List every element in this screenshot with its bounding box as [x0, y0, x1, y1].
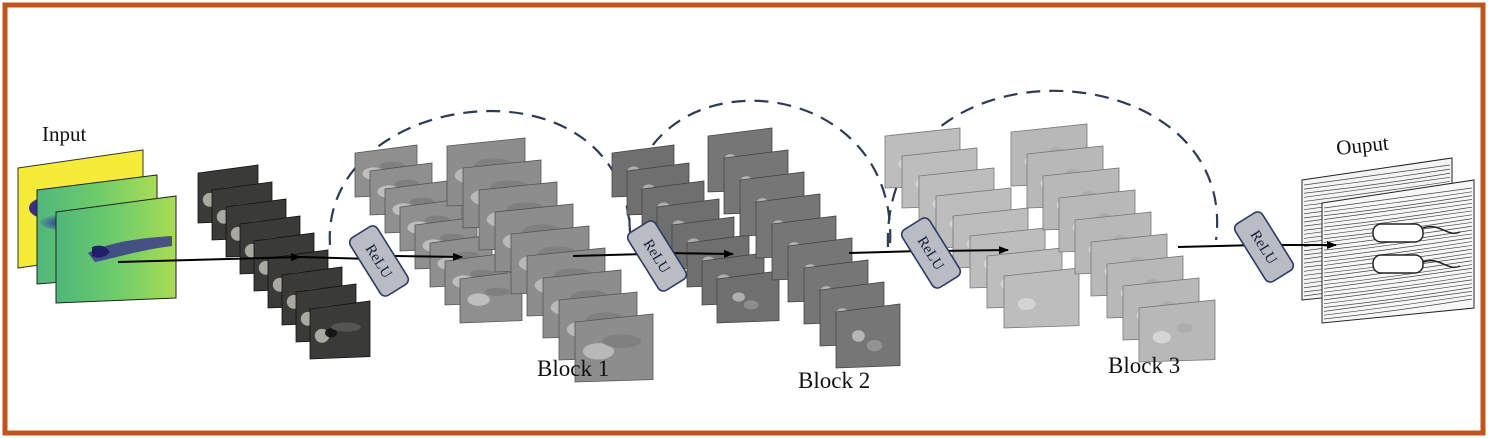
output-label: Ouput	[1335, 131, 1390, 160]
arrow-relu-1-to-block-1	[394, 252, 463, 261]
feature-map	[835, 303, 901, 369]
feature-map-stack-block-1-a	[354, 144, 523, 324]
block-3-label: Block 3	[1108, 353, 1180, 378]
block-1-label: Block 1	[537, 356, 609, 381]
streamline-output-stack-icon	[1301, 157, 1475, 324]
arrow-relu-2-to-block-2	[663, 249, 734, 258]
feature-map	[1138, 299, 1216, 363]
relu-box-1: ReLU	[348, 225, 410, 297]
arrow-block-2-to-relu-3	[848, 247, 922, 256]
input-label: Input	[42, 122, 86, 146]
feature-map-stack-block-2-b	[707, 127, 901, 369]
feature-map-stack-block-3-b	[1010, 123, 1216, 363]
feature-map	[1003, 267, 1080, 329]
feature-map	[459, 270, 523, 324]
arrow-block-1-to-relu-2	[572, 250, 648, 259]
feature-map-stack-block-1-b	[446, 137, 654, 383]
arrow-input-to-conv	[117, 253, 301, 263]
skip-arc-block-2	[628, 99, 892, 246]
block-2-label: Block 2	[798, 368, 870, 393]
feature-map	[574, 313, 654, 383]
skip-arc-block-1	[328, 109, 632, 246]
feature-map-stack-block-3-a	[884, 127, 1080, 329]
feature-map	[716, 270, 780, 324]
flow-field-input-stack-icon	[17, 149, 177, 304]
feature-map-stack-conv1	[197, 164, 371, 360]
